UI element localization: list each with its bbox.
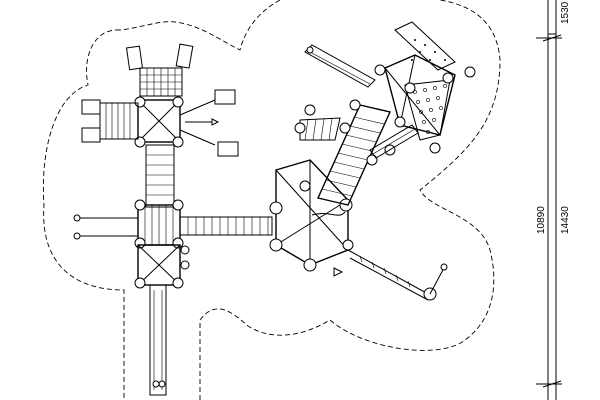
slide-mid-right xyxy=(369,124,419,159)
roof-panel-left xyxy=(125,45,144,71)
step-climber xyxy=(294,104,351,141)
ladder-middle xyxy=(145,144,175,208)
diagonal-ramp xyxy=(299,104,391,206)
upper-right-tower xyxy=(349,21,476,156)
dimension-overall-length: 14430 xyxy=(560,206,571,234)
climbing-net xyxy=(139,67,183,97)
dimension-top-offset: 1530 xyxy=(560,1,571,24)
perforated-panel-holes xyxy=(413,84,447,134)
safety-zone-boundary xyxy=(42,0,501,400)
pull-bar-arm xyxy=(347,249,448,301)
hex-tower xyxy=(269,159,354,277)
rope-bridge xyxy=(179,216,273,236)
climbing-wall-holds xyxy=(411,39,446,61)
stairs-left xyxy=(81,99,139,143)
roof-panel-right xyxy=(175,43,194,69)
left-tower xyxy=(73,43,239,396)
slide-upper xyxy=(304,44,376,88)
dimension-lines xyxy=(536,0,562,400)
slide-long xyxy=(149,284,167,396)
dimension-inner-length: 10890 xyxy=(536,206,547,234)
